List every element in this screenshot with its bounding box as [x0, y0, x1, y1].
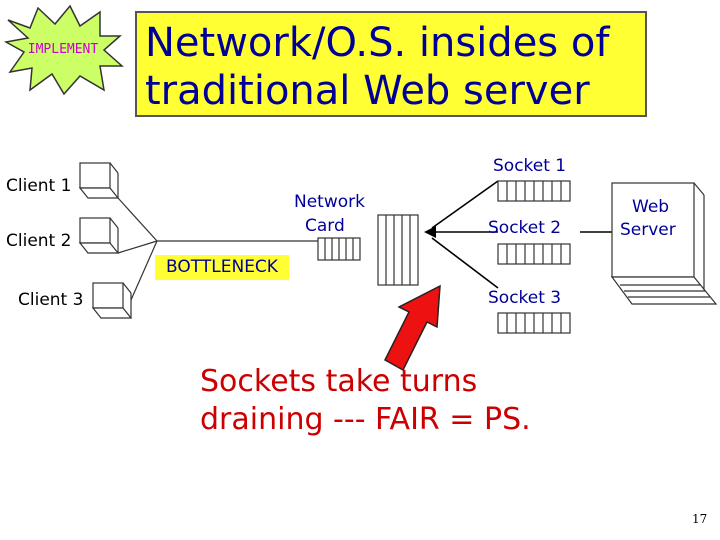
network-card-label-1: Network — [294, 192, 365, 212]
queue-icon — [497, 312, 571, 334]
implement-label: IMPLEMENT — [28, 42, 99, 57]
client2-label: Client 2 — [6, 231, 72, 251]
caption-line-2: draining --- FAIR = PS. — [200, 402, 531, 437]
network-card-label-2: Card — [305, 216, 345, 236]
queue-icon — [497, 243, 571, 265]
bottleneck-label: BOTTLENECK — [155, 255, 289, 280]
caption-line-1: Sockets take turns — [200, 364, 478, 399]
title-box: Network/O.S. insides of traditional Web … — [135, 11, 647, 117]
caption: Sockets take turns draining --- FAIR = P… — [200, 363, 531, 439]
starburst-icon — [3, 4, 124, 96]
computer-icon — [91, 282, 133, 319]
socket3-label: Socket 3 — [488, 288, 562, 308]
title-line-2: traditional Web server — [145, 68, 590, 114]
computer-icon — [78, 217, 120, 254]
title-line-1: Network/O.S. insides of — [145, 20, 610, 66]
computer-icon — [78, 162, 120, 199]
queue-icon — [377, 214, 419, 286]
arrow-icon — [424, 226, 436, 238]
client3-label: Client 3 — [18, 290, 84, 310]
socket1-label: Socket 1 — [493, 156, 567, 176]
socket2-label: Socket 2 — [488, 218, 562, 238]
client-links — [117, 197, 318, 301]
queue-icon — [317, 237, 361, 261]
laptop-icon — [610, 182, 718, 305]
web-server-label-2: Server — [620, 220, 676, 240]
arrow-icon — [384, 284, 441, 372]
client1-label: Client 1 — [6, 176, 72, 196]
socket-arrows — [431, 180, 612, 289]
page-number: 17 — [692, 512, 708, 526]
queue-icon — [497, 180, 571, 202]
web-server-label-1: Web — [632, 197, 670, 217]
